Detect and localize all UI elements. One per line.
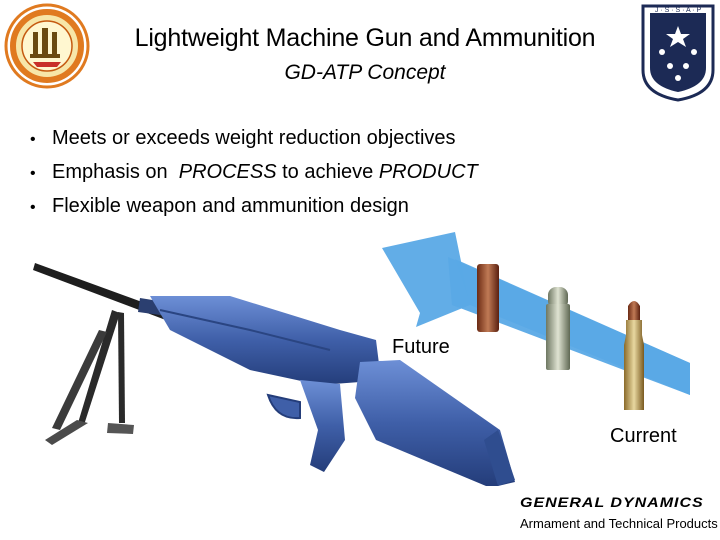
jssap-badge-logo: J · S · S · A · P: [641, 4, 715, 102]
page-title: Lightweight Machine Gun and Ammunition: [134, 24, 596, 52]
bullet-text: Meets or exceeds weight reduction object…: [52, 127, 456, 149]
bullet-text: to achieve: [276, 161, 379, 183]
machine-gun-image: [33, 263, 515, 486]
company-division: Armament and Technical Products: [520, 516, 718, 531]
bullet-dot: •: [30, 165, 36, 182]
company-logo-text: GENERAL DYNAMICS: [520, 496, 704, 511]
bullet-list: • Meets or exceeds weight reduction objec…: [30, 124, 478, 226]
cartridge-current: [624, 301, 644, 410]
cartridge-future: [477, 264, 499, 332]
bullet-item: • Emphasis on PROCESS to achieve PRODUCT: [30, 158, 478, 192]
bullet-text: Flexible weapon and ammunition design: [52, 195, 409, 217]
bullet-emphasis: PROCESS: [178, 161, 277, 183]
seal-logo: [4, 3, 90, 89]
future-label: Future: [392, 336, 450, 358]
bullet-dot: •: [30, 131, 36, 148]
bullet-item: • Flexible weapon and ammunition design: [30, 192, 478, 226]
badge-letters: J · S · S · A · P: [655, 7, 702, 14]
bullet-dot: •: [30, 199, 36, 216]
bullet-item: • Meets or exceeds weight reduction objec…: [30, 124, 478, 158]
cartridge-intermediate: [546, 287, 570, 370]
page-subtitle: GD-ATP Concept: [284, 61, 446, 84]
bullet-emphasis: PRODUCT: [378, 161, 478, 183]
bullet-text: Emphasis on: [52, 161, 179, 183]
current-label: Current: [610, 425, 677, 447]
